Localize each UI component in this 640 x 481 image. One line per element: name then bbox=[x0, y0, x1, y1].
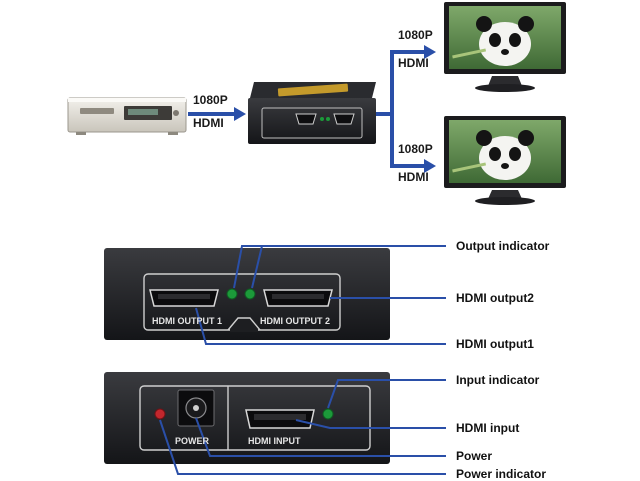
callout-hdmi-output2: HDMI output2 bbox=[456, 291, 534, 305]
callout-input-indicator: Input indicator bbox=[456, 373, 540, 387]
power-led bbox=[154, 408, 166, 420]
callout-output-indicator: Output indicator bbox=[456, 239, 550, 253]
port-label-hdmi-input: HDMI INPUT bbox=[248, 436, 301, 446]
rear-callout-lines bbox=[159, 379, 446, 475]
output-1-resolution-label: 1080P bbox=[398, 28, 433, 42]
signal-connectors bbox=[188, 45, 436, 173]
source-resolution-label: 1080P bbox=[193, 93, 228, 107]
output-2-resolution-label: 1080P bbox=[398, 142, 433, 156]
rear-panel bbox=[104, 372, 390, 464]
output-2-type-label: HDMI bbox=[398, 170, 429, 184]
port-label-power: POWER bbox=[175, 436, 210, 446]
callout-power: Power bbox=[456, 449, 493, 463]
callout-hdmi-input: HDMI input bbox=[456, 421, 520, 435]
media-player bbox=[67, 97, 187, 135]
source-type-label: HDMI bbox=[193, 116, 224, 130]
output-1-type-label: HDMI bbox=[398, 56, 429, 70]
port-label-output-1: HDMI OUTPUT 1 bbox=[152, 316, 223, 326]
callout-power-indicator: Power indicator bbox=[456, 467, 547, 481]
callout-hdmi-output1: HDMI output1 bbox=[456, 337, 534, 351]
port-label-output-2: HDMI OUTPUT 2 bbox=[260, 316, 331, 326]
output-led-2 bbox=[244, 288, 256, 300]
input-led bbox=[322, 408, 334, 420]
splitter-device bbox=[248, 82, 376, 144]
monitor-1 bbox=[444, 2, 566, 92]
output-led-1 bbox=[226, 288, 238, 300]
front-panel bbox=[104, 248, 390, 340]
front-callout-lines bbox=[195, 245, 446, 345]
monitor-2 bbox=[444, 116, 566, 205]
